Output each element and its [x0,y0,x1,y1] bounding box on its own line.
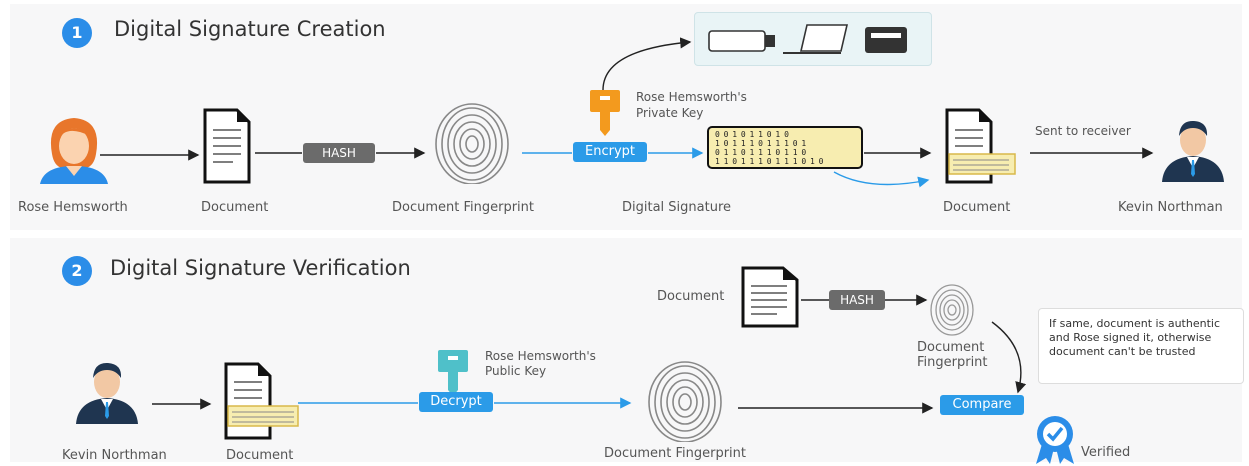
step-1-badge: 1 [62,18,92,48]
encrypt-badge: Encrypt [573,142,647,162]
signature-bits-row: 1 0 1 1 1 0 1 1 1 0 1 [715,139,806,148]
sender-label: Rose Hemsworth [18,200,128,215]
verification-panel [10,238,1242,462]
signed-document-icon [945,108,1016,184]
man-avatar-icon [76,362,138,424]
card-icon [865,27,907,53]
signature-bits-row: 1 1 0 1 1 1 0 1 1 1 0 1 0 [715,157,823,166]
signed-document-icon [224,362,299,440]
fingerprint-icon [648,361,722,442]
fingerprint-label: Document Fingerprint [392,200,535,215]
hashed-fingerprint-label-line2: Fingerprint [917,355,988,370]
digital-signature-label: Digital Signature [622,200,732,215]
public-key-label-line2: Public Key [485,364,547,378]
digital-signature-block: 0 0 1 0 1 1 0 1 0 1 0 1 1 1 0 1 1 1 0 1 … [707,126,863,169]
private-key-label-line2: Private Key [636,106,704,120]
signature-bits-row: 0 0 1 0 1 1 0 1 0 [715,130,789,139]
decrypt-badge: Decrypt [419,392,493,412]
decrypted-fingerprint-label: Document Fingerprint [604,446,747,461]
verifier-label: Kevin Northman [62,448,167,463]
verification-note: If same, document is authentic and Rose … [1038,308,1244,384]
signature-bits-row: 0 1 1 0 1 1 1 0 1 1 0 [715,148,806,157]
hashed-fingerprint-label-line1: Document [917,340,985,355]
creation-title: Digital Signature Creation [114,17,386,41]
fingerprint-icon [435,103,509,184]
woman-avatar-icon [40,118,108,184]
hash-badge: HASH [829,290,885,310]
devices-box [694,12,932,66]
verified-badge-icon [1036,416,1074,464]
public-key-label-line1: Rose Hemsworth's [485,349,596,363]
verification-title: Digital Signature Verification [110,256,411,280]
man-avatar-icon [1162,120,1224,182]
public-key-icon [438,350,468,396]
received-document-label: Document [226,448,294,463]
sent-to-receiver-label: Sent to receiver [1035,124,1131,138]
private-key-label-line1: Rose Hemsworth's [636,90,747,104]
compare-badge: Compare [940,395,1024,415]
signed-document-label: Document [943,200,1011,215]
document-label: Document [201,200,269,215]
document-icon [203,108,251,184]
hash-badge: HASH [303,143,375,163]
devices-icons [708,24,907,54]
private-key-icon [590,90,620,136]
laptop-icon [783,24,849,54]
receiver-label: Kevin Northman [1118,200,1223,215]
fingerprint-icon [930,284,974,336]
document-icon [741,266,799,328]
verified-label: Verified [1081,445,1131,460]
usb-drive-icon [708,30,775,52]
step-2-badge: 2 [62,256,92,286]
rehash-document-label: Document [657,289,725,304]
